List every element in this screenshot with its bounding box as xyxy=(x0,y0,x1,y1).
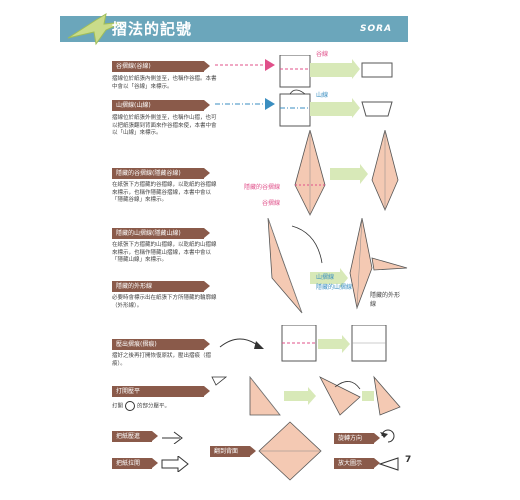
header-bar xyxy=(60,16,408,42)
hidden-mountain-desc: 在紙張下方摺藏的山摺線，以乾紙的山摺線來標示，也稱作隱藏山摺線，本書中會以「隱藏… xyxy=(112,242,217,263)
crease-tag: 壓出摺痕(摺痕) xyxy=(112,339,210,350)
hidden-valley-line-label: 隱藏的谷摺線 xyxy=(244,184,281,191)
turn-direction-tag: 旋轉方向 xyxy=(334,433,380,444)
valley-fold-diagram xyxy=(215,55,393,88)
open-flatten-desc: 打開的部分壓平。 xyxy=(112,401,192,411)
zoom-icon xyxy=(378,457,399,471)
valley-line-label-2: 谷摺線 xyxy=(262,200,281,207)
page-number: 7 xyxy=(405,455,412,465)
rotate-icon xyxy=(380,429,395,443)
hidden-outline-tag: 隱藏的外形線 xyxy=(112,281,210,292)
hidden-mountain-diagram xyxy=(267,218,408,314)
flip-over-tag: 翻到背面 xyxy=(210,446,256,457)
open-flatten-diagram xyxy=(211,375,401,416)
hidden-valley-diagram xyxy=(294,130,399,216)
hidden-outline-label: 隱藏的外形線 xyxy=(370,292,401,308)
zoom-tag: 放大圖示 xyxy=(334,458,380,469)
flip-over-diagram xyxy=(258,421,322,481)
hidden-valley-tag: 隱藏的谷摺線(隱藏谷線) xyxy=(112,168,210,179)
valley-fold-tag: 谷摺線(谷線) xyxy=(112,61,210,72)
crease-desc: 摺好之後再打開恢復原狀，壓出摺痕（摺痕）。 xyxy=(112,353,212,367)
valley-line-label: 谷線 xyxy=(316,51,329,58)
open-flatten-tag: 打開壓平 xyxy=(112,386,210,397)
crease-diagram xyxy=(219,325,387,362)
pull-out-icon xyxy=(161,456,189,472)
page-title: 摺法的記號 xyxy=(112,20,193,38)
mountain-fold-diagram xyxy=(215,89,393,127)
pull-out-tag: 把紙拉開 xyxy=(112,458,158,469)
hidden-valley-desc: 在紙張下方摺藏的谷摺線，以乾紙的谷摺線來標示，也稱作隱藏谷摺線，本書中會以「隱藏… xyxy=(112,182,217,203)
mountain-fold-tag: 山摺線(山線) xyxy=(112,100,210,111)
mountain-line-label: 山線 xyxy=(316,92,329,99)
mountain-fold-desc: 摺線位於紙張外側並至，也稱作山摺，也可以把紙張翻到背面來作谷摺來使，本書中會以「… xyxy=(112,115,217,136)
push-in-icon xyxy=(162,431,183,444)
pterosaur-logo-icon xyxy=(67,12,125,46)
brand-label: SORA xyxy=(360,24,393,34)
hidden-mountain-tag: 隱藏的山摺線(隱藏山線) xyxy=(112,228,210,239)
hidden-outline-desc: 必要時會標示出在紙張下方所隱藏的輪廓線（外形線）。 xyxy=(112,295,217,309)
open-flatten-icon xyxy=(125,401,136,411)
valley-fold-desc: 摺線位於紙張內側並至，也稱作谷摺。本書中會以「谷線」來標示。 xyxy=(112,76,217,90)
hidden-mountain-line-label: 隱藏的山摺線 xyxy=(316,284,353,291)
push-in-tag: 把紙壓進 xyxy=(112,431,158,442)
mountain-line-label-2: 山摺線 xyxy=(316,274,335,281)
